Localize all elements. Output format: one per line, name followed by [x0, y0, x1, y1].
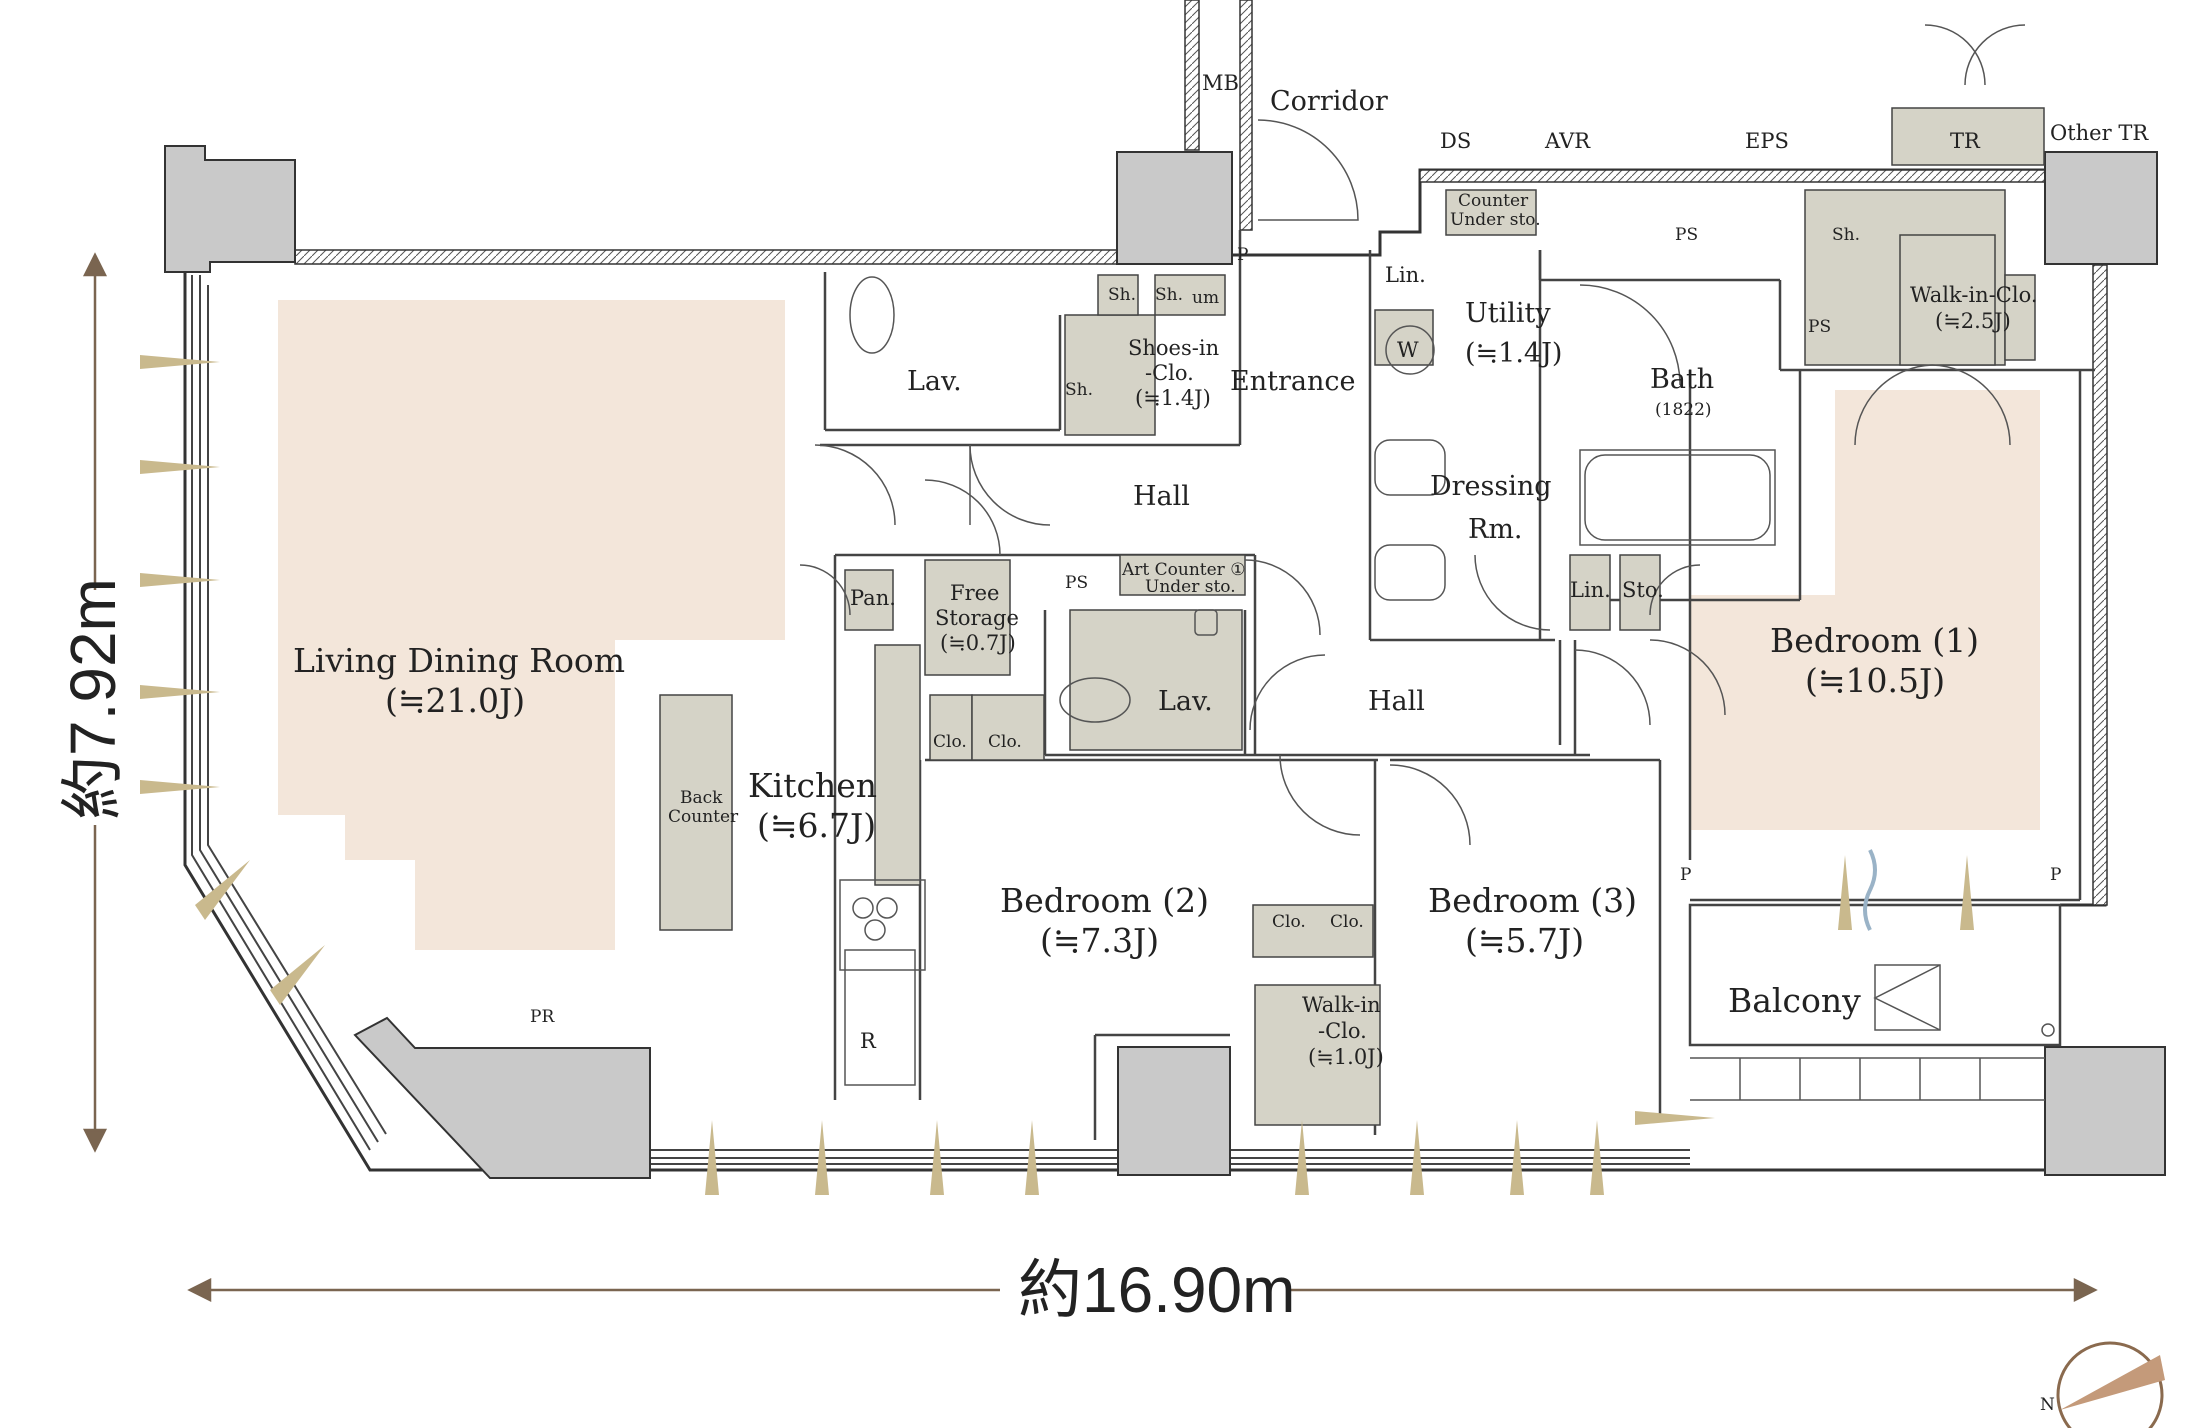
walkin-main-line1: Walk-in-Clo. [1910, 283, 2038, 307]
free-storage-line3: (≒0.7J) [940, 631, 1016, 655]
p-left-label: P [1680, 865, 1691, 885]
window-markers [140, 355, 1974, 1195]
avr-label: AVR [1544, 129, 1591, 153]
pr-label: PR [530, 1007, 555, 1027]
sh-b-label: Sh. [1155, 285, 1183, 305]
bed1-line1: Bedroom (1) [1770, 621, 1979, 660]
hall-b-label: Hall [1368, 686, 1425, 717]
width-dimension: 約16.90m [1018, 1254, 1295, 1326]
dimension-lines [82, 252, 2098, 1303]
sto-label: Sto. [1622, 578, 1664, 602]
compass-label: N [2040, 1395, 2055, 1415]
utility-line2: (≒1.4J) [1465, 338, 1562, 369]
free-storage-line2: Storage [935, 606, 1019, 630]
kitchen-line1: Kitchen [748, 766, 877, 805]
bed2-line2: (≒7.3J) [1040, 921, 1159, 960]
sh-walkin-label: Sh. [1832, 225, 1860, 245]
ps-top-label: PS [1675, 225, 1698, 245]
balcony-outline [1688, 903, 2062, 1047]
shoes-clo-line2: -Clo. [1145, 361, 1194, 385]
door-swings [799, 24, 2026, 846]
ps-right-label: PS [1808, 317, 1831, 337]
counter-under-line2: Under sto. [1450, 210, 1541, 230]
dressing-line2: Rm. [1468, 514, 1523, 545]
balcony-unit-mark [1873, 964, 1941, 1031]
bed3-line2: (≒5.7J) [1465, 921, 1584, 960]
balcony-label: Balcony [1728, 981, 1861, 1020]
dressing-line1: Dressing [1430, 471, 1552, 502]
bed1-line2: (≒10.5J) [1805, 661, 1945, 700]
utility-line1: Utility [1465, 298, 1551, 329]
balcony-railing [1690, 1057, 2045, 1101]
counter-under-line1: Counter [1458, 191, 1529, 211]
mb-label: MB [1202, 71, 1239, 95]
walkin-main-line2: (≒2.5J) [1935, 309, 2011, 333]
p-small-label: P [1237, 245, 1248, 265]
structural-columns [164, 145, 2166, 1179]
fixtures [839, 276, 1776, 1086]
lin-a-label: Lin. [1385, 263, 1426, 287]
mb-wall-hatch [1184, 0, 1200, 151]
sh-c-label: Sh. [1065, 380, 1093, 400]
clo-c-label: Clo. [1272, 912, 1306, 932]
wm-icon [1385, 325, 1435, 375]
ds-label: DS [1440, 129, 1471, 153]
ldr-floor [278, 300, 785, 950]
um-label: um [1192, 288, 1219, 308]
bath-line2: (1822) [1655, 400, 1712, 420]
interior-walls [820, 230, 2095, 1140]
kitchen-line2: (≒6.7J) [757, 806, 876, 845]
shoes-clo-line1: Shoes-in [1128, 336, 1219, 360]
back-counter-line1: Back [680, 788, 723, 808]
ps-kitchen-label: PS [1065, 573, 1088, 593]
lav-a-label: Lav. [907, 366, 962, 397]
compass-needle-icon [2060, 1355, 2165, 1410]
ldr-line1: Living Dining Room [293, 641, 625, 680]
bath-line1: Bath [1650, 364, 1714, 395]
art-counter-line1: Art Counter ① [1121, 560, 1245, 580]
bed2-line1: Bedroom (2) [1000, 881, 1209, 920]
bedroom1-floor [1690, 390, 2040, 830]
balcony-drain [2041, 1023, 2055, 1037]
sh-a-label: Sh. [1108, 285, 1136, 305]
entrance-label: Entrance [1230, 366, 1355, 397]
lav-b-label: Lav. [1158, 686, 1213, 717]
compass-ring [2056, 1341, 2164, 1428]
storage-areas [659, 107, 2045, 1126]
top-wall-hatch [294, 249, 1226, 265]
tr-label: TR [1950, 129, 1981, 153]
p-right-label: P [2050, 865, 2061, 885]
eps-label: EPS [1745, 129, 1789, 153]
right-wall-hatch [2092, 264, 2108, 906]
other-tr-label: Other TR [2050, 121, 2149, 145]
shoes-clo-line3: (≒1.4J) [1135, 386, 1211, 410]
clo-b-label: Clo. [988, 732, 1022, 752]
walkin-small-line2: -Clo. [1318, 1019, 1367, 1043]
walkin-small-line1: Walk-in [1302, 993, 1381, 1017]
clo-a-label: Clo. [933, 732, 967, 752]
balcony-unit [1874, 964, 1941, 1031]
ldr-line2: (≒21.0J) [385, 681, 525, 720]
mb-wall-hatch-2 [1239, 0, 1253, 231]
w-label: W [1397, 338, 1419, 362]
art-counter-line2: Under sto. [1145, 577, 1236, 597]
free-storage-line1: Free [950, 581, 999, 605]
r-label: R [860, 1029, 877, 1053]
lin-b-label: Lin. [1570, 578, 1611, 602]
air-vent-icon [1863, 849, 1877, 931]
clo-d-label: Clo. [1330, 912, 1364, 932]
height-dimension: 約7.92m [57, 578, 129, 820]
corridor-label: Corridor [1270, 86, 1388, 117]
pan-label: Pan. [850, 586, 896, 610]
back-counter-line2: Counter [668, 807, 739, 827]
bed3-line1: Bedroom (3) [1428, 881, 1637, 920]
top-right-wall-hatch [1419, 169, 2051, 183]
hall-a-label: Hall [1133, 481, 1190, 512]
walkin-small-line3: (≒1.0J) [1308, 1045, 1384, 1069]
